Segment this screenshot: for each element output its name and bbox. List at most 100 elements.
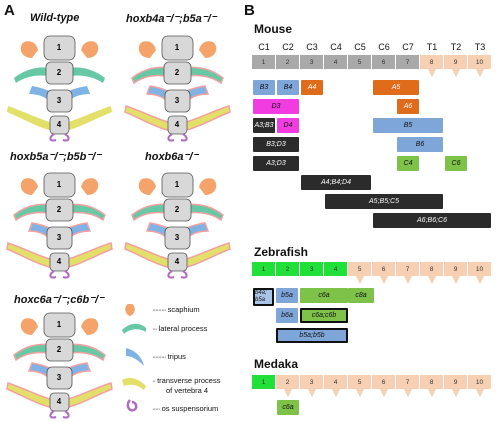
- expression-bar-b6: B6: [397, 137, 443, 152]
- mouse-col-label-C4: C4: [330, 42, 342, 52]
- vertebra-number-1: 1: [57, 180, 62, 189]
- legend-lateral: lateral process: [158, 324, 208, 333]
- mouse-segment-3: 3: [300, 55, 324, 69]
- zebrafish-segment-7: 7: [396, 262, 420, 276]
- mouse-segment-9: 9: [444, 55, 468, 69]
- vertebra-4: [49, 115, 70, 135]
- vertebra-3: [164, 226, 191, 250]
- vertebra-2: [45, 338, 74, 362]
- expression-bar-a4-b4-d4: A4;B4;D4: [301, 175, 371, 190]
- mouse-segment-7: 7: [396, 55, 420, 69]
- mouse-rib-marker-9: [452, 69, 460, 77]
- expression-bar-b5: B5: [373, 118, 443, 133]
- medaka-rib-marker-9: [452, 389, 460, 397]
- mouse-col-label-T2: T2: [450, 42, 462, 52]
- mouse-segment-5: 5: [348, 55, 372, 69]
- legend-transverse-2: of vertebra 4: [166, 386, 209, 395]
- scaphium-left: [20, 178, 38, 195]
- medaka-segment-7: 7: [396, 375, 420, 389]
- expression-bar-b3-d3: B3;D3: [253, 137, 299, 152]
- mouse-col-label-C6: C6: [378, 42, 390, 52]
- medaka-segment-4: 4: [324, 375, 348, 389]
- zebrafish-title: Zebrafish: [254, 245, 309, 259]
- mouse-col-label-C2: C2: [282, 42, 294, 52]
- medaka-segment-10: 10: [468, 375, 492, 389]
- vertebra-number-3: 3: [57, 233, 62, 242]
- zebrafish-segment-8: 8: [420, 262, 444, 276]
- lateral-process-icon: [122, 323, 146, 334]
- medaka-rib-marker-6: [380, 389, 388, 397]
- expression-bar-a4: A4: [301, 80, 323, 95]
- legend-os: os suspensorium: [161, 404, 219, 413]
- medaka-rib-marker-8: [428, 389, 436, 397]
- scaphium-left: [138, 178, 156, 195]
- vertebra-number-4: 4: [57, 257, 62, 266]
- expression-bar-c6a: c6a: [300, 288, 348, 303]
- mouse-title: Mouse: [254, 22, 293, 36]
- scaphium-right: [81, 178, 99, 195]
- medaka-rib-marker-4: [332, 389, 340, 397]
- os-suspensorium: [167, 270, 188, 279]
- vertebra-4: [49, 252, 70, 272]
- vertebra-number-1: 1: [175, 43, 180, 52]
- expression-bar-c4: C4: [397, 156, 419, 171]
- medaka-segment-3: 3: [300, 375, 324, 389]
- legend-scaphium: scaphium: [167, 305, 200, 314]
- zebrafish-rib-marker-6: [380, 276, 388, 284]
- mouse-col-label-C3: C3: [306, 42, 318, 52]
- panel-a-letter: A: [4, 2, 15, 19]
- vertebra-number-1: 1: [57, 320, 62, 329]
- medaka-rib-marker-3: [308, 389, 316, 397]
- expression-bar-d4: D4: [277, 118, 299, 133]
- genotype-label-c6: hoxc6a⁻/⁻;c6b⁻/⁻: [14, 294, 104, 306]
- vertebra-2: [45, 198, 74, 222]
- medaka-expression-bars: c6a: [252, 400, 492, 420]
- os-suspensorium: [49, 270, 70, 279]
- zebrafish-segment-10: 10: [468, 262, 492, 276]
- mouse-segment-8: 8: [420, 55, 444, 69]
- expression-bar-a6: A6: [397, 99, 419, 114]
- scaphium-icon: [125, 304, 135, 316]
- mouse-segment-6: 6: [372, 55, 396, 69]
- vertebra-number-2: 2: [57, 68, 62, 77]
- expression-bar-b3: B3: [253, 80, 275, 95]
- os-suspensorium-icon: [126, 399, 138, 412]
- vertebra-3: [46, 226, 73, 250]
- vertebra-number-4: 4: [57, 397, 62, 406]
- expression-bar-b5a: b5a: [276, 288, 298, 303]
- expression-bar-b4a-b5a: b4a; b5a: [253, 288, 274, 306]
- mouse-col-label-C5: C5: [354, 42, 366, 52]
- zebrafish-segment-3: 3: [300, 262, 324, 276]
- vertebra-1: [161, 35, 194, 61]
- expression-bar-c6a-c6b: c6a;c6b: [300, 308, 348, 323]
- transverse-process-icon: [122, 378, 146, 390]
- expression-bar-d3: D3: [253, 99, 299, 114]
- expression-bar-a5-b5-c5: A5;B5;C5: [325, 194, 443, 209]
- zebrafish-segment-9: 9: [444, 262, 468, 276]
- vertebra-3: [46, 366, 73, 390]
- vertebra-4: [167, 115, 188, 135]
- zebrafish-segment-4: 4: [324, 262, 348, 276]
- os-suspensorium: [49, 410, 70, 419]
- zebrafish-rib-marker-9: [452, 276, 460, 284]
- vertebra-number-1: 1: [175, 180, 180, 189]
- vertebra-number-3: 3: [57, 373, 62, 382]
- expression-bar-a3-b3: A3;B3: [253, 118, 275, 133]
- vertebra-number-3: 3: [175, 96, 180, 105]
- medaka-rib-marker-10: [476, 389, 484, 397]
- medaka-rib-marker-5: [356, 389, 364, 397]
- legend-transverse: transverse process: [157, 376, 221, 385]
- vertebra-3: [164, 89, 191, 113]
- vertebra-2: [163, 198, 192, 222]
- vertebra-number-4: 4: [57, 120, 62, 129]
- os-suspensorium: [49, 133, 70, 142]
- zebrafish-segment-1: 1: [252, 262, 276, 276]
- mouse-segment-4: 4: [324, 55, 348, 69]
- vertebra-number-2: 2: [175, 205, 180, 214]
- os-suspensorium: [167, 133, 188, 142]
- medaka-rib-marker-2: [284, 389, 292, 397]
- genotype-label-b5: hoxb5a⁻/⁻;b5b⁻/⁻: [10, 151, 102, 163]
